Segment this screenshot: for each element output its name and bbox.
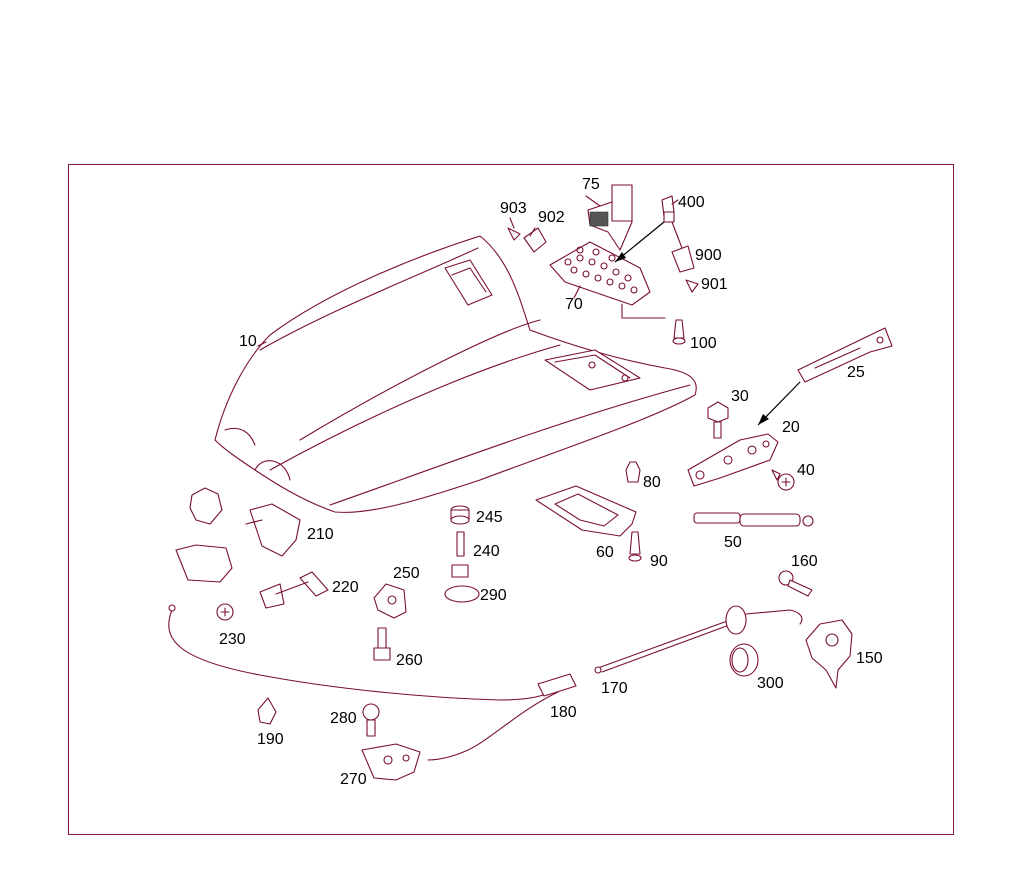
label-20: 20 [782,419,800,436]
label-50: 50 [724,534,742,551]
cap-part-300[interactable] [729,643,759,677]
screw-part-903[interactable] [507,227,521,241]
bolt-part-40[interactable] [771,469,795,491]
label-902: 902 [538,209,565,226]
lamp-socket-part-900[interactable] [671,245,695,273]
label-30: 30 [731,388,749,405]
release-cable-part[interactable] [168,604,803,761]
seal-part-902[interactable] [523,227,547,253]
bolt-part-260[interactable] [373,627,391,661]
latch-part-250[interactable] [373,583,407,619]
cover-panel-part[interactable] [535,485,637,537]
hood-hinge-part[interactable] [687,433,779,487]
bulb-part-400[interactable] [661,195,675,223]
label-25: 25 [847,364,865,381]
label-245: 245 [476,509,503,526]
label-75: 75 [582,176,600,193]
label-900: 900 [695,247,722,264]
label-240: 240 [473,543,500,560]
grille-insert-part[interactable] [549,241,666,319]
label-90: 90 [650,553,668,570]
lock-part-270[interactable] [361,743,421,781]
leader-lines [257,195,679,347]
hood-lock-part-150[interactable] [805,619,853,689]
label-280: 280 [330,710,357,727]
label-220: 220 [332,579,359,596]
label-290: 290 [480,587,507,604]
hood-part[interactable] [214,235,697,513]
label-80: 80 [643,474,661,491]
label-40: 40 [797,462,815,479]
bolt-part-240[interactable] [451,531,469,578]
label-230: 230 [219,631,246,648]
label-903: 903 [500,200,527,217]
label-170: 170 [601,680,628,697]
label-190: 190 [257,731,284,748]
buffer-part-245[interactable] [450,505,470,525]
part-number-labels: 10 20 25 30 40 50 60 70 75 80 90 100 150… [219,176,883,788]
label-70: 70 [565,296,583,313]
hood-prop-rod-part[interactable] [797,327,893,383]
rod-part-220[interactable] [259,571,329,609]
label-250: 250 [393,565,420,582]
clip-part-190[interactable] [257,697,277,725]
screw-part-230[interactable] [216,603,234,621]
label-400: 400 [678,194,705,211]
label-160: 160 [791,553,818,570]
label-150: 150 [856,650,883,667]
label-300: 300 [757,675,784,692]
label-60: 60 [596,544,614,561]
label-901: 901 [701,276,728,293]
label-260: 260 [396,652,423,669]
bolt-part-30[interactable] [707,401,729,439]
camera-unit-part[interactable] [587,184,633,251]
bolt-part-280[interactable] [362,703,380,737]
washer-part-290[interactable] [444,585,480,603]
screw-part-160[interactable] [778,570,813,597]
label-10: 10 [239,333,257,350]
screw-part-90[interactable] [628,531,642,562]
hood-lock-parts-210[interactable] [175,487,301,583]
diagram-frame [68,164,954,835]
label-180: 180 [550,704,577,721]
screw-part-100[interactable] [672,319,686,345]
clip-part-80[interactable] [625,461,641,483]
label-270: 270 [340,771,367,788]
label-210: 210 [307,526,334,543]
clip-part-901[interactable] [685,279,699,293]
gas-spring-part[interactable] [693,512,814,527]
label-100: 100 [690,335,717,352]
